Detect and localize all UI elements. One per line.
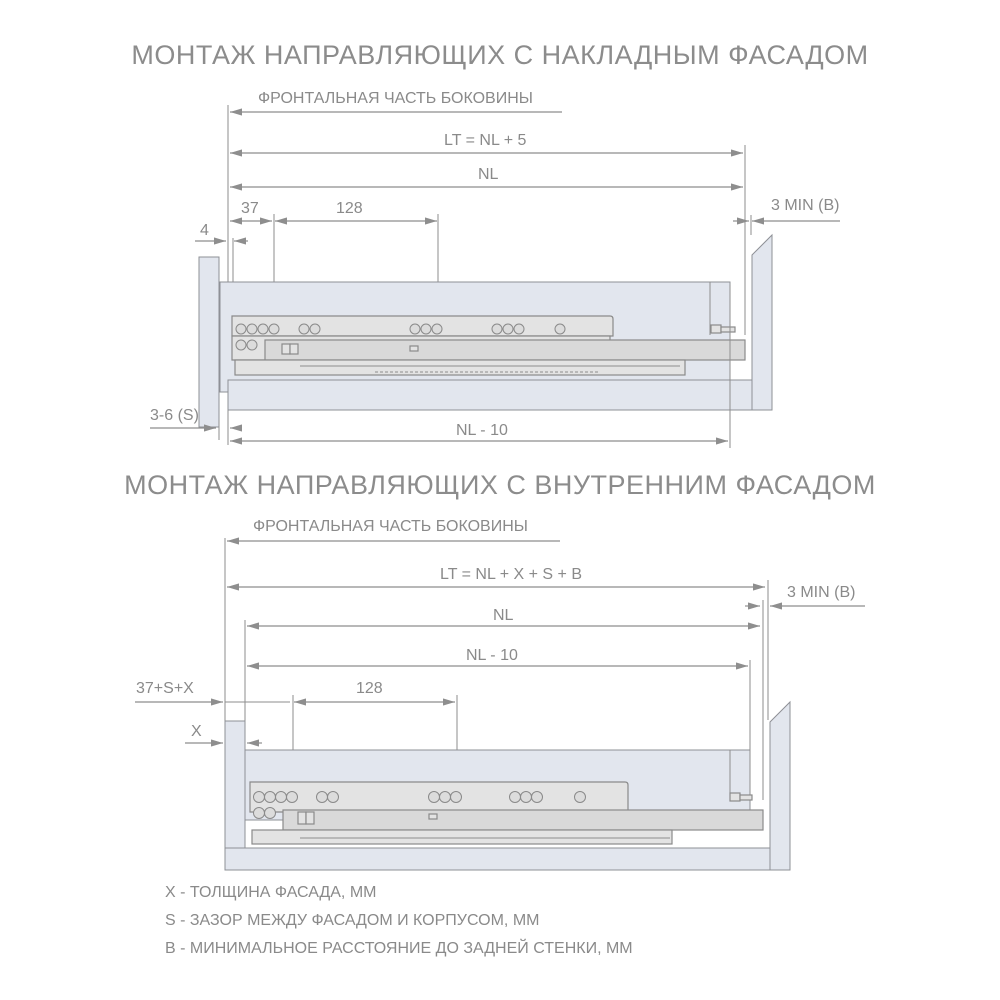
dim-lt-top: LT = NL + 5 (444, 132, 527, 149)
dim-x-bottom: X (191, 723, 202, 740)
legend-s: S - ЗАЗОР МЕЖДУ ФАСАДОМ И КОРПУСОМ, ММ (165, 912, 540, 929)
dim-37-top: 37 (241, 200, 259, 217)
dim-nl-bottom: NL (493, 607, 514, 624)
dim-nl-minus-10-top: NL - 10 (456, 422, 508, 439)
dim-128-bottom: 128 (356, 680, 383, 697)
dim-4-top: 4 (200, 222, 209, 239)
dim-lt-bottom: LT = NL + X + S + B (440, 566, 583, 583)
dim-offset-bottom: 37+S+X (136, 680, 194, 697)
front-side-label-top: ФРОНТАЛЬНАЯ ЧАСТЬ БОКОВИНЫ (258, 90, 533, 107)
screw-holes-bottom-row (253, 791, 586, 819)
title-inset-facade: МОНТАЖ НАПРАВЛЯЮЩИХ С ВНУТРЕННИМ ФАСАДОМ (124, 470, 876, 500)
screw-holes-top-row (235, 323, 566, 351)
legend-b: B - МИНИМАЛЬНОЕ РАССТОЯНИЕ ДО ЗАДНЕЙ СТЕ… (165, 940, 633, 957)
dim-min-b-top: 3 MIN (B) (771, 197, 840, 214)
legend-x: X - ТОЛЩИНА ФАСАДА, ММ (165, 884, 377, 901)
front-side-label-bottom: ФРОНТАЛЬНАЯ ЧАСТЬ БОКОВИНЫ (253, 518, 528, 535)
diagram-bottom (135, 537, 865, 871)
dim-128-top: 128 (336, 200, 363, 217)
dim-nl-top: NL (478, 166, 499, 183)
dim-gap-s-top: 3-6 (S) (150, 407, 199, 424)
diagram-top (195, 105, 840, 445)
title-overlay-facade: МОНТАЖ НАПРАВЛЯЮЩИХ С НАКЛАДНЫМ ФАСАДОМ (131, 40, 869, 70)
dim-min-b-bottom: 3 MIN (B) (787, 584, 856, 601)
dim-nl-minus-10-bottom: NL - 10 (466, 647, 518, 664)
